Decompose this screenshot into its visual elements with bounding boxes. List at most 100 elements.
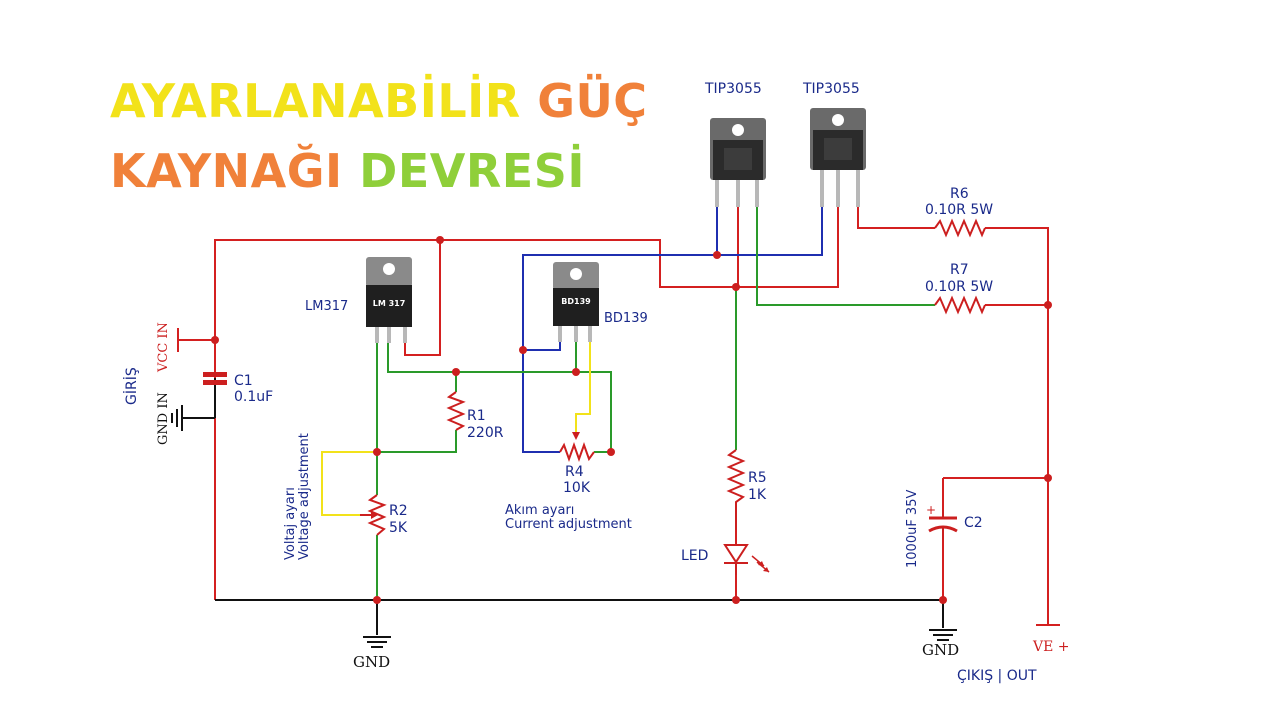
r5-zigzag xyxy=(726,449,746,530)
current-adjust-tr: Akım ayarı xyxy=(505,503,574,518)
lm317-regulator: LM317 LM 317 xyxy=(305,257,412,343)
r2-potentiometer: R2 5K Voltaj ayarı Voltage adjustment xyxy=(283,433,408,560)
title-word-adjustable: AYARLANABİLİR xyxy=(110,74,521,128)
red-wires xyxy=(185,205,1049,625)
junction-dot xyxy=(732,283,740,291)
r1-value: 220R xyxy=(467,425,504,441)
c2-capacitor: + C2 1000uF 35V xyxy=(905,490,983,568)
r4-potentiometer: R4 10K Akım ayarı Current adjustment xyxy=(505,432,632,532)
gnd-left-symbol xyxy=(363,636,391,648)
r6-value: 0.10R 5W xyxy=(925,202,993,218)
junctions xyxy=(211,236,1052,604)
r1-resistor: R1 220R xyxy=(446,391,504,441)
c2-value: 1000uF 35V xyxy=(905,490,920,568)
title-word-supply: KAYNAĞI xyxy=(110,144,343,198)
r4-value: 10K xyxy=(563,480,591,496)
r4-wiper-arrow xyxy=(572,432,580,440)
r5-name: R5 xyxy=(748,470,767,486)
led-triangle xyxy=(723,544,749,564)
junction-dot xyxy=(373,448,381,456)
tip1-pin xyxy=(755,180,759,207)
tip1-hole xyxy=(732,124,744,136)
gnd-in-label: GND IN xyxy=(156,392,171,445)
bd139-chip-text: BD139 xyxy=(561,297,591,306)
tip2-pin xyxy=(820,170,824,207)
voltage-adjust-en: Voltage adjustment xyxy=(297,433,312,560)
ground-wires xyxy=(182,378,944,635)
tip2-body-face xyxy=(824,138,852,160)
vcc-in-label: VCC IN xyxy=(156,322,171,373)
junction-dot xyxy=(939,596,947,604)
bd139-pin xyxy=(574,326,578,342)
r7-name: R7 xyxy=(950,262,969,278)
lm317-body xyxy=(366,285,412,327)
junction-dot xyxy=(436,236,444,244)
voltage-adjust-tr: Voltaj ayarı xyxy=(283,487,298,560)
r1-zigzag xyxy=(446,391,466,431)
lm317-chip-text: LM 317 xyxy=(373,299,406,308)
lm317-pin xyxy=(387,327,391,343)
bd139-body xyxy=(553,288,599,326)
tip2-hole xyxy=(832,114,844,126)
r2-value: 5K xyxy=(389,520,408,536)
junction-dot xyxy=(1044,301,1052,309)
lm317-pin xyxy=(375,327,379,343)
c1-value: 0.1uF xyxy=(234,389,273,405)
bd139-pin xyxy=(558,326,562,342)
lm317-label: LM317 xyxy=(305,299,348,314)
r4-zigzag xyxy=(559,442,595,462)
junction-dot xyxy=(607,448,615,456)
r2-zigzag xyxy=(367,494,387,536)
r7-resistor: R7 0.10R 5W xyxy=(925,262,993,315)
led-ray-head xyxy=(763,567,769,572)
gnd-left-label: GND xyxy=(353,653,390,671)
led-name: LED xyxy=(681,548,708,564)
junction-dot xyxy=(373,596,381,604)
title-word-power: GÜÇ xyxy=(537,74,648,128)
current-adjust-en: Current adjustment xyxy=(505,517,632,532)
junction-dot xyxy=(211,336,219,344)
lm317-hole xyxy=(383,263,395,275)
r7-value: 0.10R 5W xyxy=(925,279,993,295)
bd139-transistor: BD139 BD139 xyxy=(553,262,648,342)
r5-value: 1K xyxy=(748,487,767,503)
r6-name: R6 xyxy=(950,186,969,202)
gnd-in-symbol xyxy=(171,405,183,431)
gnd-right-label: GND xyxy=(922,641,959,659)
tip1-pin xyxy=(736,180,740,207)
tip2-pin xyxy=(856,170,860,207)
output-label: ÇIKIŞ | OUT xyxy=(957,668,1037,684)
lm317-pin xyxy=(403,327,407,343)
tip3055-transistor-1: TIP3055 xyxy=(704,81,766,207)
r6-resistor: R6 0.10R 5W xyxy=(925,186,993,238)
bd139-pin xyxy=(588,326,592,342)
title-line-1: AYARLANABİLİR GÜÇ xyxy=(110,78,648,124)
junction-dot xyxy=(732,596,740,604)
r2-wiper-arrow xyxy=(371,511,378,519)
green-wires xyxy=(376,205,935,600)
tip2-label: TIP3055 xyxy=(802,81,860,97)
wires xyxy=(182,205,1049,635)
c1-name: C1 xyxy=(234,373,253,389)
r7-zigzag xyxy=(934,295,986,315)
blue-wires xyxy=(522,205,823,453)
input-label: GİRİŞ xyxy=(122,367,140,405)
c1-plate xyxy=(203,372,227,377)
c2-plus-sign: + xyxy=(926,503,936,517)
junction-dot xyxy=(1044,474,1052,482)
c1-plate xyxy=(203,380,227,385)
r4-name: R4 xyxy=(565,464,584,480)
r2-name: R2 xyxy=(389,503,408,519)
yellow-wires xyxy=(321,340,591,516)
gnd-right-symbol xyxy=(929,629,957,641)
bd139-hole xyxy=(570,268,582,280)
tip2-pin xyxy=(836,170,840,207)
r1-name: R1 xyxy=(467,408,486,424)
led-diode: LED xyxy=(681,544,770,575)
c2-name: C2 xyxy=(964,515,983,531)
input-section: GİRİŞ VCC IN GND IN C1 0.1uF xyxy=(122,322,273,445)
title-word-circuit: DEVRESİ xyxy=(359,144,585,198)
junction-dot xyxy=(519,346,527,354)
